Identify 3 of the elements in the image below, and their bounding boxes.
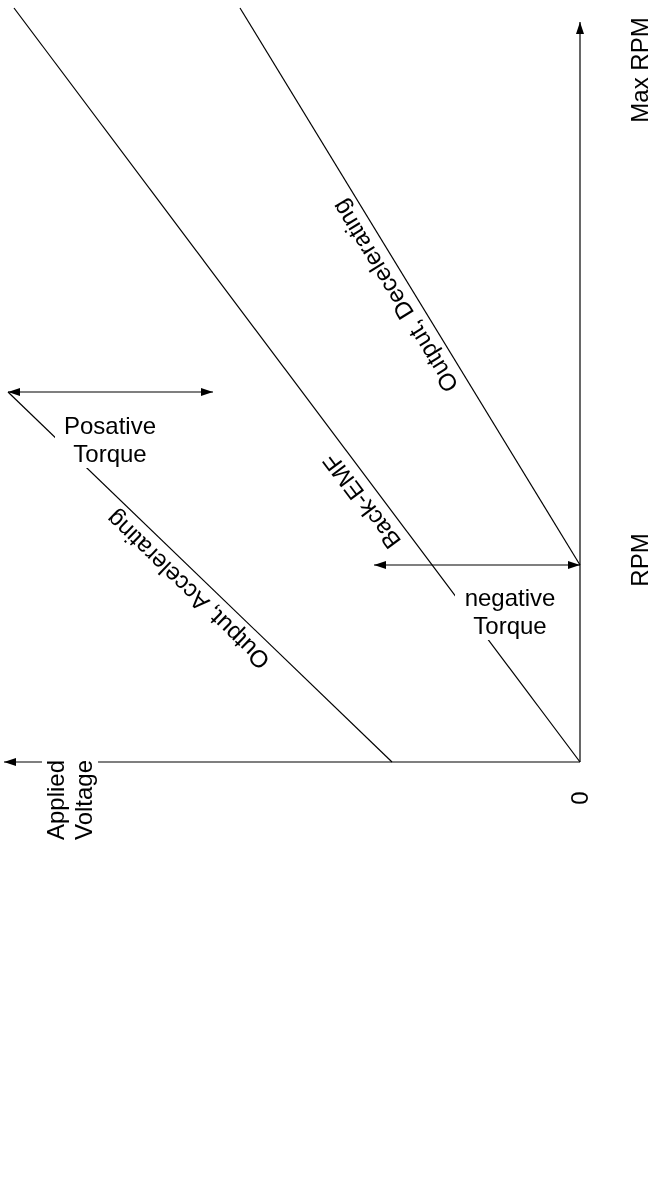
axis-label: RPM <box>626 533 654 587</box>
axis-label: Max RPM <box>626 17 654 123</box>
axis-label: 0 <box>566 791 594 805</box>
